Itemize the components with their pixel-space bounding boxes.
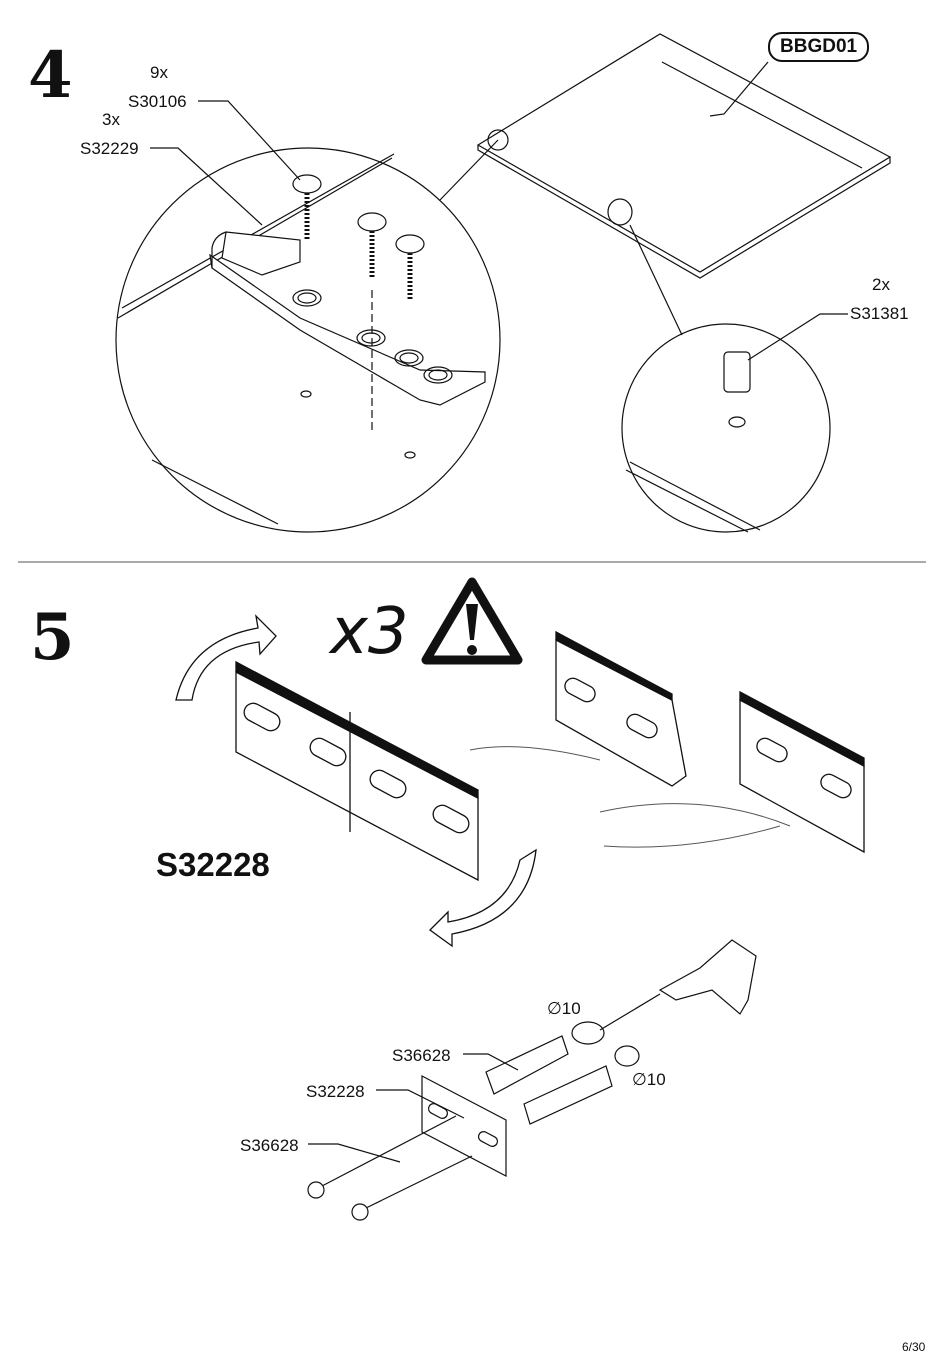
part-qty-label: 9x — [150, 63, 168, 82]
bracket-s32228-variant-a — [555, 630, 687, 787]
dowel-code-label: S36628 — [392, 1046, 451, 1065]
part-qty-label: 3x — [102, 110, 120, 129]
panel-code-badge: BBGD01 — [768, 32, 870, 62]
part-qty-label: 2x — [872, 275, 890, 294]
drill-diameter-label: ∅10 — [547, 999, 581, 1018]
detail-circle-leveler — [621, 313, 848, 533]
bracket-code-label: S32228 — [156, 846, 270, 883]
screw-code-label: S36628 — [240, 1136, 299, 1155]
wall-mount-assembly — [307, 939, 757, 1221]
step-4-number: 4 — [28, 38, 73, 113]
part-code-label: S31381 — [850, 304, 909, 323]
part-code-label: S30106 — [128, 92, 187, 111]
quantity-multiplier: x3 — [330, 595, 409, 669]
bracket-code-label-small: S32228 — [306, 1082, 365, 1101]
bracket-s32228-variant-b — [739, 690, 865, 854]
motion-lines — [469, 746, 791, 848]
detail-circle-hinge-plate — [115, 100, 501, 533]
page-number: 6/30 — [902, 1340, 926, 1354]
drill-diameter-label: ∅10 — [632, 1070, 666, 1089]
warning-icon — [421, 577, 523, 665]
part-code-label: S32229 — [80, 139, 139, 158]
step-5-number: 5 — [30, 600, 75, 675]
panel-bbgd01 — [439, 33, 892, 336]
bracket-s32228-large — [235, 660, 479, 882]
rotate-arrow-icon — [175, 614, 537, 948]
